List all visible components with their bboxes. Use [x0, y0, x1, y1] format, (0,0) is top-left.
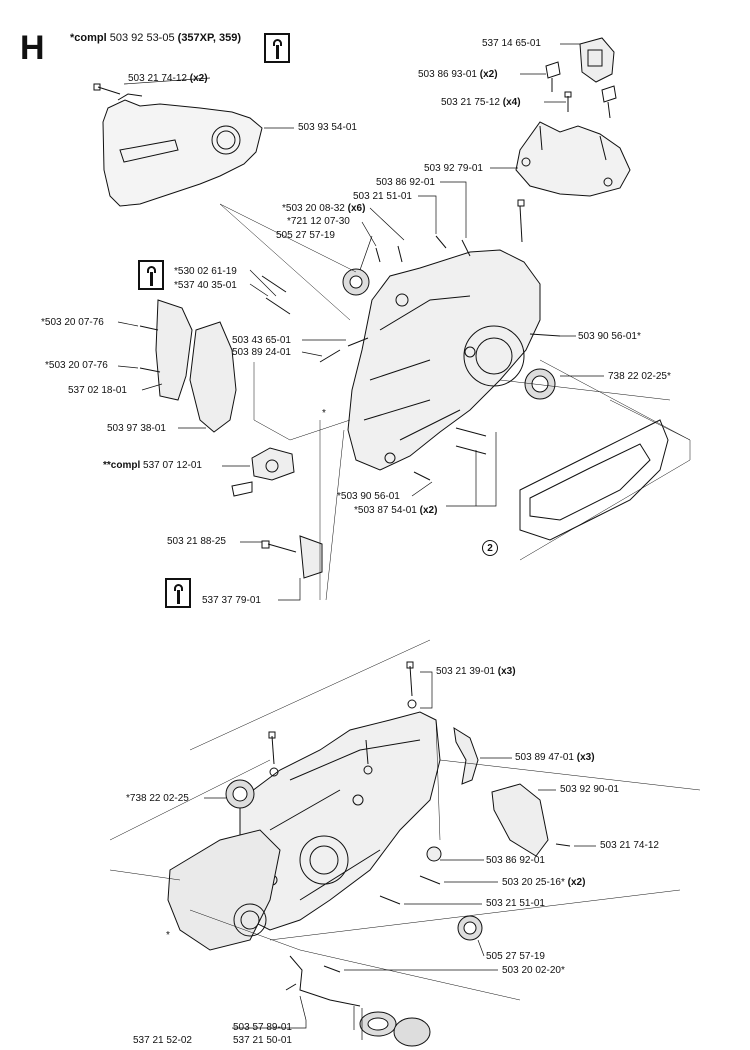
tool-wrench-icon — [264, 33, 290, 63]
callout-503-43-65-01: 503 43 65-01 — [232, 335, 291, 346]
crankcase-half-bottom — [239, 711, 441, 931]
callout-505-27-57-19-top: 505 27 57-19 — [276, 230, 335, 241]
callout-503-21-51-01-bottom: 503 21 51-01 — [486, 898, 545, 909]
knob-503-86-93-01 — [545, 61, 617, 119]
callout-503-20-07-76-b: *503 20 07-76 — [45, 360, 108, 371]
seal-bottom — [457, 915, 483, 941]
chain-guard-plate — [102, 93, 263, 207]
cylinder-cover — [515, 121, 631, 197]
crankcase-half-top — [347, 249, 541, 471]
callout-503-89-47-01: 503 89 47-01 (x3) — [515, 752, 595, 763]
callout-503-21-74-12: 503 21 74-12 — [600, 840, 659, 851]
asterisk-marker: * — [322, 408, 326, 419]
callout-503-89-24-01: 503 89 24-01 — [232, 347, 291, 358]
callout-505-27-57-19-bottom: 505 27 57-19 — [486, 951, 545, 962]
callout-721-12-07-30: *721 12 07-30 — [287, 216, 350, 227]
callout-503-21-74-12-x2: 503 21 74-12 (x2) — [128, 73, 208, 84]
callout-503-97-38-01: 503 97 38-01 — [107, 423, 166, 434]
callout-503-20-25-16: 503 20 25-16* (x2) — [502, 877, 586, 888]
reference-number-circle: 2 — [482, 540, 498, 556]
callout-503-90-56-01-top: 503 90 56-01* — [578, 331, 641, 342]
cover-503-92-90-01 — [491, 783, 549, 857]
guide-plate — [155, 299, 237, 433]
callout-530-02-61-19: *530 02 61-19 — [174, 266, 237, 277]
callout-537-40-35-01: *537 40 35-01 — [174, 280, 237, 291]
oil-pump — [231, 447, 295, 497]
title-prefix: *compl — [70, 32, 107, 44]
callout-503-20-07-76-a: *503 20 07-76 — [41, 317, 104, 328]
callout-503-92-90-01: 503 92 90-01 — [560, 784, 619, 795]
screw-503-21-88-25 — [261, 535, 323, 579]
callout-503-86-93-01: 503 86 93-01 (x2) — [418, 69, 498, 80]
screw-503-21-74-12 — [93, 83, 121, 95]
title-part-number: 503 92 53-05 — [109, 32, 175, 44]
seal-top — [342, 268, 370, 296]
callout-537-21-50-01: 537 21 50-01 — [233, 1035, 292, 1046]
bearing-top — [524, 368, 556, 400]
plug-bottom — [426, 846, 442, 862]
callout-537-21-52-02: 537 21 52-02 — [133, 1035, 192, 1046]
callout-503-90-56-01-bottom: *503 90 56-01 — [337, 491, 400, 502]
callout-503-86-92-01-bottom: 503 86 92-01 — [486, 855, 545, 866]
callout-503-57-89-01: 503 57 89-01 — [233, 1022, 292, 1033]
callout-738-22-02-25-top: 738 22 02-25* — [608, 371, 671, 382]
callout-503-20-08-32: *503 20 08-32 (x6) — [282, 203, 366, 214]
cap-537-14-65-01 — [579, 37, 615, 83]
callout-537-02-18-01: 537 02 18-01 — [68, 385, 127, 396]
callout-503-21-39-01: 503 21 39-01 (x3) — [436, 666, 516, 677]
callout-537-07-12-01: **compl 537 07 12-01 — [103, 460, 202, 471]
plate-503-89-47-01 — [453, 727, 479, 785]
callout-738-22-02-25-bottom: *738 22 02-25 — [126, 793, 189, 804]
chain-guard-lower — [167, 829, 281, 951]
callout-537-14-65-01: 537 14 65-01 — [482, 38, 541, 49]
screw-503-21-75-12 — [564, 91, 572, 112]
tool-wrench-icon — [138, 260, 164, 290]
title-models: (357XP, 359) — [177, 32, 242, 44]
callout-503-93-54-01: 503 93 54-01 — [298, 122, 357, 133]
callout-537-37-79-01: 537 37 79-01 — [202, 595, 261, 606]
section-letter: H — [20, 29, 45, 67]
callout-503-21-75-12: 503 21 75-12 (x4) — [441, 97, 521, 108]
gasket — [519, 419, 669, 541]
oil-hose — [285, 955, 361, 1007]
callout-503-21-51-01-top: 503 21 51-01 — [353, 191, 412, 202]
tool-wrench-icon — [165, 578, 191, 608]
callout-503-87-54-01: *503 87 54-01 (x2) — [354, 505, 438, 516]
assembly-title: *compl 503 92 53-05 (357XP, 359) — [70, 32, 241, 45]
callout-503-20-02-20: 503 20 02-20* — [502, 965, 565, 976]
oil-tank-cap — [359, 1011, 431, 1047]
asterisk-marker: * — [166, 930, 170, 941]
callout-503-21-88-25: 503 21 88-25 — [167, 536, 226, 547]
bearing-bottom — [225, 779, 255, 809]
callout-503-92-79-01: 503 92 79-01 — [424, 163, 483, 174]
callout-503-86-92-01-top: 503 86 92-01 — [376, 177, 435, 188]
